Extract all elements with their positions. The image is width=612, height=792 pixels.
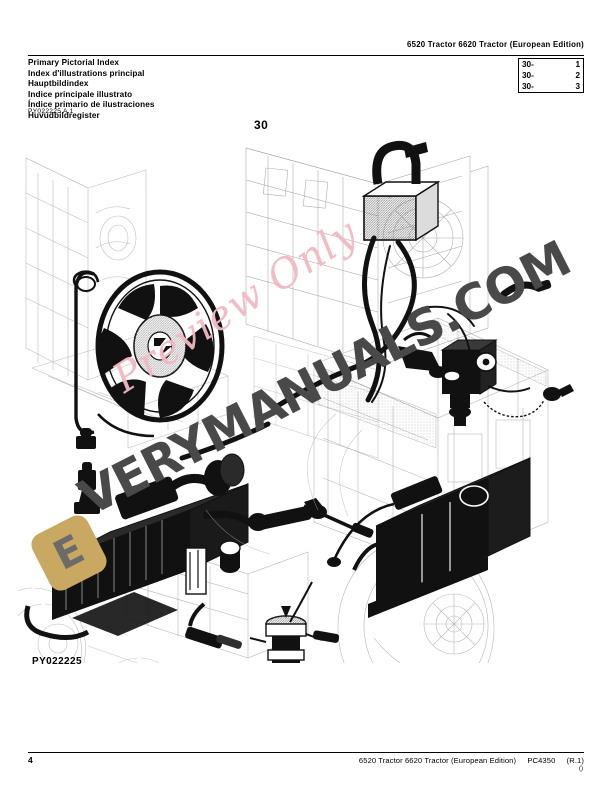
footer-revision: (R.1)	[566, 756, 584, 765]
ref-page-number: 1	[575, 60, 580, 69]
index-title-italian: Indice principale illustrato	[28, 89, 133, 99]
footer-divider-rule	[28, 752, 584, 753]
tractor-exploded-diagram-icon	[18, 140, 574, 663]
parts-illustration: 30	[18, 118, 594, 667]
index-title-list: Primary Pictorial Index Index d'illustra…	[28, 58, 408, 122]
ref-section: 30-	[522, 60, 534, 69]
index-title-spanish: Índice primario de ilustraciones	[28, 100, 155, 110]
page-reference-table: 30- 1 30- 2 30- 3	[518, 58, 584, 93]
footer-tiny-mark: ()	[579, 766, 583, 772]
table-row[interactable]: 30- 1	[519, 59, 584, 71]
table-row[interactable]: 30- 3	[519, 81, 584, 93]
figure-number-label: 30	[254, 118, 269, 132]
index-title-english: Primary Pictorial Index	[28, 58, 120, 67]
header-divider-rule	[28, 55, 584, 56]
figure-id-label: PY022225	[32, 656, 82, 667]
footer-page-number: 4	[28, 755, 33, 765]
table-row[interactable]: 30- 2	[519, 70, 584, 81]
footer-title: 6520 Tractor 6620 Tractor (European Edit…	[358, 756, 517, 765]
index-title-swedish: Huvudbildregister	[28, 110, 100, 120]
ref-page-number: 3	[575, 82, 580, 91]
index-title-french: Index d'illustrations principal	[28, 68, 145, 78]
ref-page-number: 2	[575, 71, 580, 80]
footer-catalog-number: PC4350	[527, 756, 556, 765]
footer-meta: 6520 Tractor 6620 Tractor (European Edit…	[359, 756, 584, 765]
ref-section: 30-	[522, 71, 534, 80]
ref-section: 30-	[522, 82, 534, 91]
header-edition-title: 6520 Tractor 6620 Tractor (European Edit…	[407, 40, 584, 49]
figure-code-label: PY022225 A.1	[28, 108, 74, 115]
index-title-german: Hauptbildindex	[28, 79, 89, 89]
